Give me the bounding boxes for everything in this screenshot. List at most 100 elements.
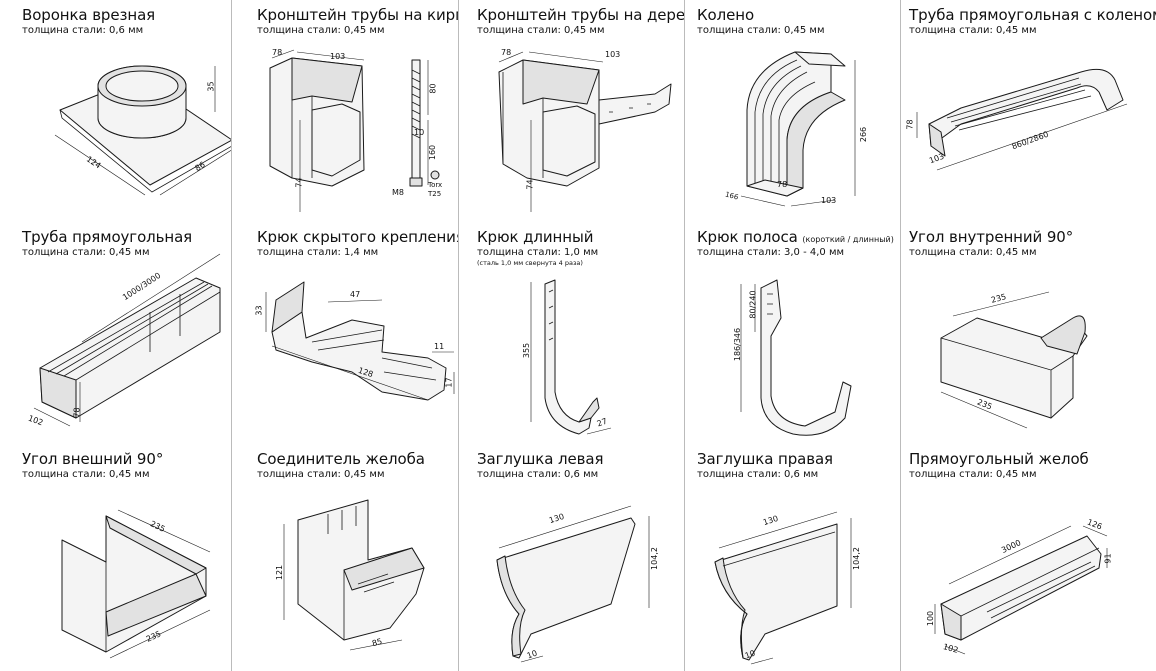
dimension-label: 186/346: [733, 327, 743, 362]
product-title: Угол внутренний 90°: [909, 228, 1074, 246]
product-card-kruk-polosa: Крюк полоса (короткий / длинный) толщина…: [685, 222, 900, 444]
divider: [231, 0, 232, 222]
funnel-drawing: [54, 65, 231, 196]
steel-thickness: толщина стали: 0,45 мм: [697, 25, 825, 36]
dimension-label: 35: [206, 81, 216, 92]
divider: [684, 222, 685, 444]
outer-corner-drawing: [61, 509, 211, 659]
product-card-zhelob: Прямоугольный желоб толщина стали: 0,45 …: [901, 444, 1156, 671]
right-end-cap-drawing: [714, 511, 852, 665]
dimension-label: M8: [392, 188, 404, 197]
dimension-label: 17: [444, 377, 454, 388]
dimension-label: 103: [330, 52, 346, 61]
dimension-label: T25: [428, 190, 442, 198]
steel-thickness: толщина стали: 1,4 мм: [257, 247, 379, 258]
product-card-soedinitel: Соединитель желоба толщина стали: 0,45 м…: [232, 444, 458, 671]
pipe-with-elbow-drawing: [916, 68, 1128, 171]
product-title: Угол внешний 90°: [22, 450, 164, 468]
gutter-connector-drawing: [283, 499, 425, 651]
product-title: Прямоугольный желоб: [909, 450, 1089, 468]
steel-thickness: толщина стали: 0,45 мм: [477, 25, 605, 36]
product-title: Труба прямоугольная: [22, 228, 193, 246]
product-title-main: Крюк полоса: [697, 228, 798, 246]
steel-thickness: толщина стали: 3,0 - 4,0 мм: [697, 247, 845, 258]
steel-thickness: толщина стали: 0,45 мм: [22, 247, 150, 258]
product-card-voronka: Воронка врезная толщина стали: 0,6 мм 35…: [0, 0, 231, 222]
steel-note: (сталь 1,0 мм свернута 4 раза): [477, 259, 583, 267]
product-card-ugol-vnutr: Угол внутренний 90° толщина стали: 0,45 …: [901, 222, 1156, 444]
dimension-label: 78: [905, 119, 915, 130]
dimension-label: 78: [501, 48, 512, 57]
dimension-label: 121: [275, 564, 285, 581]
divider: [458, 444, 459, 671]
rect-gutter-drawing: [934, 525, 1108, 655]
dimension-label: 355: [522, 342, 532, 359]
product-title: Кронштейн трубы на дерево: [477, 6, 684, 24]
product-card-kruk-dlinnyi: Крюк длинный толщина стали: 1,0 мм (стал…: [459, 222, 684, 444]
product-title: Крюк полоса (короткий / длинный): [697, 228, 894, 249]
wood-bracket-drawing: [498, 51, 672, 212]
dimension-label: 10: [414, 128, 425, 137]
steel-thickness: толщина стали: 0,45 мм: [257, 469, 385, 480]
dimension-label: 104,2: [851, 547, 861, 570]
left-end-cap-drawing: [496, 505, 650, 663]
steel-thickness: толщина стали: 0,45 мм: [909, 247, 1037, 258]
dimension-label: 78: [272, 48, 283, 57]
steel-thickness: толщина стали: 0,6 мм: [22, 25, 144, 36]
dimension-label: 33: [254, 305, 264, 316]
dimension-label: 103: [821, 196, 837, 205]
steel-thickness: толщина стали: 0,6 мм: [697, 469, 819, 480]
rect-pipe-drawing: [33, 253, 221, 427]
product-card-kronshtein-kirpich: Кронштейн трубы на кирпич толщина стали:…: [232, 0, 458, 222]
product-card-kronshtein-derevo: Кронштейн трубы на дерево толщина стали:…: [459, 0, 684, 222]
steel-thickness: толщина стали: 1,0 мм: [477, 247, 599, 258]
strip-hook-drawing: [740, 279, 852, 436]
dimension-label: 74: [294, 177, 304, 188]
dimension-label: Torx: [428, 181, 443, 189]
dimension-label: 266: [859, 126, 869, 143]
divider: [458, 222, 459, 444]
dimension-label: 74: [525, 179, 535, 190]
dimension-label: 80: [428, 83, 438, 94]
product-title-variant: (короткий / длинный): [802, 235, 894, 244]
divider: [231, 444, 232, 671]
divider: [458, 0, 459, 222]
dimension-label: 78: [72, 407, 82, 418]
divider: [900, 0, 901, 222]
product-title: Заглушка правая: [697, 450, 833, 468]
divider: [900, 222, 901, 444]
long-hook-drawing: [530, 279, 612, 435]
product-title: Крюк скрытого крепления: [257, 228, 458, 246]
dimension-label: 100: [926, 610, 936, 627]
divider: [684, 0, 685, 222]
steel-thickness: толщина стали: 0,45 мм: [909, 469, 1037, 480]
product-title: Кронштейн трубы на кирпич: [257, 6, 458, 24]
brick-bracket-drawing: [269, 49, 440, 212]
product-card-truba-koleno: Труба прямоугольная с коленом толщина ст…: [901, 0, 1156, 222]
product-title: Воронка врезная: [22, 6, 156, 24]
dimension-label: 47: [350, 290, 361, 299]
dimension-label: 160: [428, 144, 438, 161]
elbow-drawing: [740, 51, 856, 207]
product-title: Труба прямоугольная с коленом: [909, 6, 1156, 24]
product-title: Колено: [697, 6, 755, 24]
dimension-label: 103: [605, 50, 621, 59]
product-card-ugol-vneshn: Угол внешний 90° толщина стали: 0,45 мм …: [0, 444, 231, 671]
product-card-truba-pryam: Труба прямоугольная толщина стали: 0,45 …: [0, 222, 231, 444]
product-card-kruk-skrytyi: Крюк скрытого крепления толщина стали: 1…: [232, 222, 458, 444]
divider: [231, 222, 232, 444]
steel-thickness: толщина стали: 0,6 мм: [477, 469, 599, 480]
product-card-zaglushka-levaya: Заглушка левая толщина стали: 0,6 мм 130…: [459, 444, 684, 671]
steel-thickness: толщина стали: 0,45 мм: [909, 25, 1037, 36]
steel-thickness: толщина стали: 0,45 мм: [257, 25, 385, 36]
divider: [684, 444, 685, 671]
product-card-koleno: Колено толщина стали: 0,45 мм 266 78 166…: [685, 0, 900, 222]
product-card-zaglushka-pravaya: Заглушка правая толщина стали: 0,6 мм 13…: [685, 444, 900, 671]
steel-thickness: толщина стали: 0,45 мм: [22, 469, 150, 480]
dimension-label: 11: [434, 342, 445, 351]
dimension-label: 104,2: [649, 547, 659, 570]
divider: [900, 444, 901, 671]
dimension-label: 80/240: [748, 290, 758, 319]
product-title: Крюк длинный: [477, 228, 594, 246]
